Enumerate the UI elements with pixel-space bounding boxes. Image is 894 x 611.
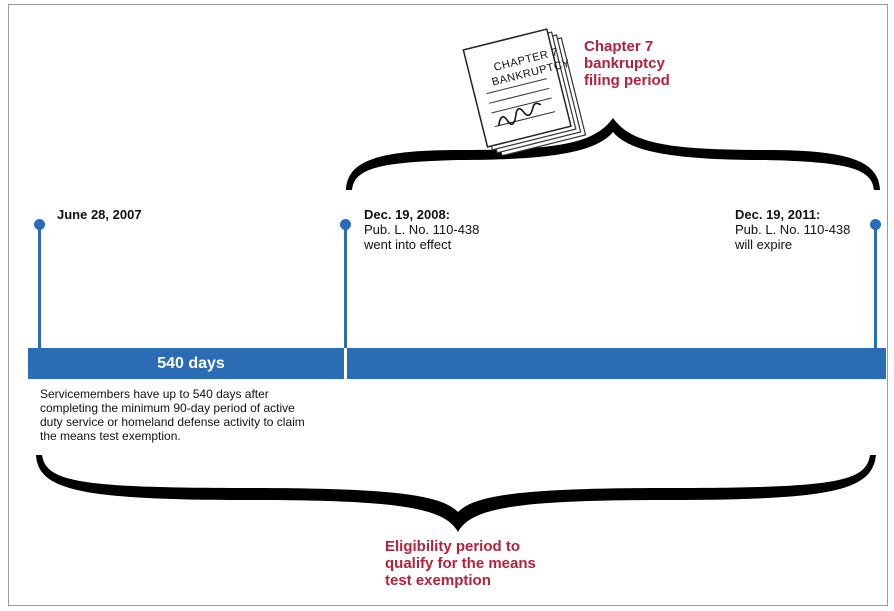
explanation-line1: Servicemembers have up to 540 days after [40,387,269,401]
pin-line-2008 [344,226,347,348]
event-date-2007: June 28, 2007 [57,207,142,222]
event-2008-line2: went into effect [364,237,452,252]
bottom-brace-shape [36,455,876,532]
chapter7-label-line3: filing period [584,72,670,89]
top-brace-shape [346,118,880,190]
event-date-2008: Dec. 19, 2008: [364,207,451,222]
event-2008: Dec. 19, 2008: Pub. L. No. 110-438 went … [364,207,479,252]
pin-dot-2007 [34,219,45,230]
eligibility-period-label: Eligibility period to qualify for the me… [385,538,536,589]
eligibility-label-line1: Eligibility period to [385,538,520,555]
event-date-2011: Dec. 19, 2011: [735,207,821,222]
event-2011-line1: Pub. L. No. 110-438 [735,222,851,237]
eligibility-label-line3: test exemption [385,572,491,589]
pin-dot-2008 [340,219,351,230]
timeline-bar-filing-period [347,348,886,379]
chapter7-period-label: Chapter 7 bankruptcy filing period [584,38,670,89]
chapter7-label-line1: Chapter 7 [584,38,654,55]
timeline-bar-540-days: 540 days [28,348,344,379]
bankruptcy-document-icon: CHAPTER 7 BANKRUPTCY [455,25,605,157]
explanation-line3: duty service or homeland defense activit… [40,415,305,429]
event-2011: Dec. 19, 2011: Pub. L. No. 110-438 will … [735,207,850,252]
pin-line-2007 [38,226,41,348]
pin-line-2011 [874,226,877,348]
event-2008-line1: Pub. L. No. 110-438 [364,222,480,237]
explanation-text: Servicemembers have up to 540 days after… [40,387,305,443]
pin-dot-2011 [870,219,881,230]
event-2011-line2: will expire [735,237,793,252]
chapter7-label-line2: bankruptcy [584,55,665,72]
explanation-line2: completing the minimum 90-day period of … [40,401,295,415]
bar-label-540-days: 540 days [157,355,225,372]
eligibility-label-line2: qualify for the means [385,555,536,572]
explanation-line4: the means test exemption. [40,429,181,443]
